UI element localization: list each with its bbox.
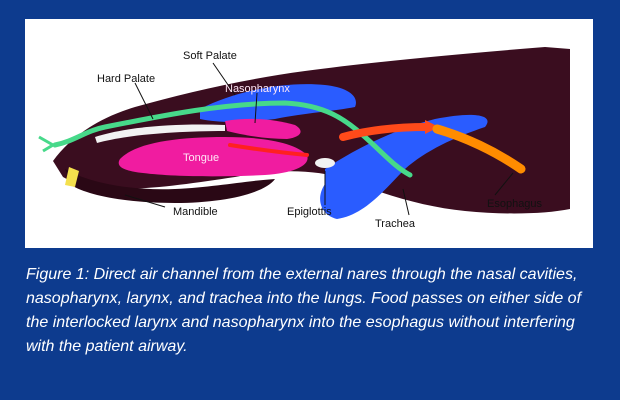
anatomy-illustration-panel: Soft Palate Hard Palate Nasopharynx Tong… [25,19,593,248]
epiglottis-shape [315,158,335,168]
label-tongue: Tongue [183,152,219,164]
air-channel-left-tip [39,137,53,151]
label-esophagus: Esophagus [487,198,543,210]
label-soft-palate: Soft Palate [183,50,237,62]
label-hard-palate: Hard Palate [97,73,155,85]
label-mandible: Mandible [173,206,218,218]
label-trachea: Trachea [375,218,416,230]
label-nasopharynx: Nasopharynx [225,83,290,95]
figure-caption: Figure 1: Direct air channel from the ex… [26,263,598,359]
anatomy-diagram: Soft Palate Hard Palate Nasopharynx Tong… [25,19,593,248]
label-epiglottis: Epiglottis [287,206,332,218]
